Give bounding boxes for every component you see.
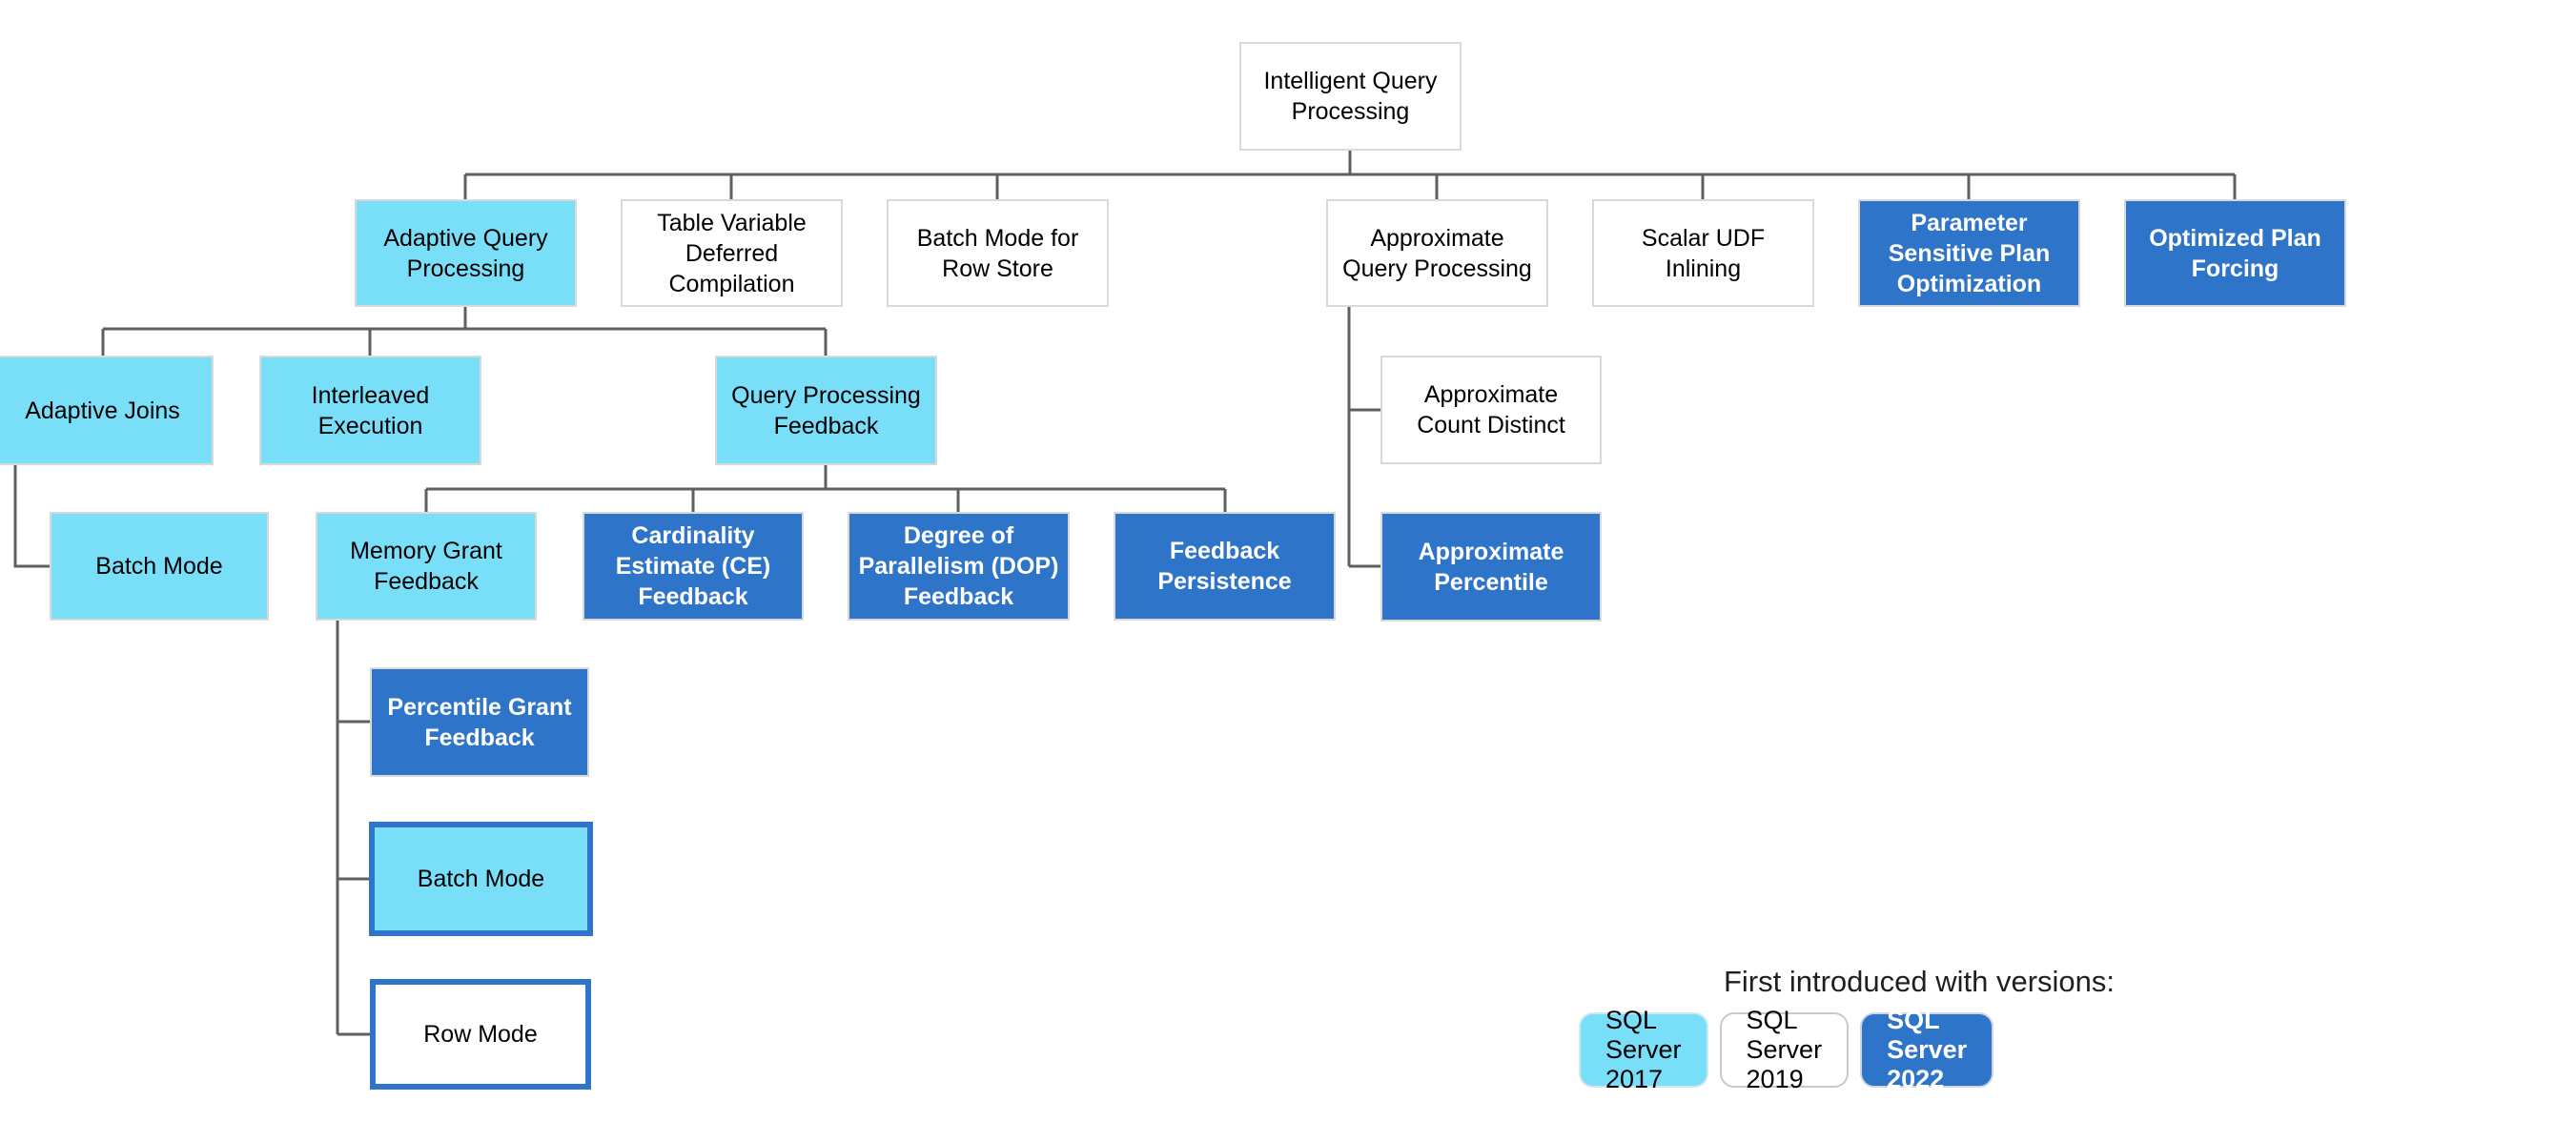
legend-pills: SQL Server 2017 SQL Server 2019 SQL Serv…	[1579, 1006, 1994, 1093]
node-adaptive-joins: Adaptive Joins	[0, 356, 214, 465]
node-interleaved-execution: Interleaved Execution	[259, 356, 481, 465]
node-label: Percentile Grant Feedback	[387, 693, 572, 751]
node-approximate-percentile: Approximate Percentile	[1380, 512, 1602, 622]
node-label: Memory Grant Feedback	[350, 538, 502, 595]
node-label: Cardinality Estimate (CE) Feedback	[615, 522, 771, 610]
node-query-processing-feedback: Query Processing Feedback	[715, 356, 937, 465]
node-percentile-grant-feedback: Percentile Grant Feedback	[370, 667, 589, 777]
node-label: Query Processing Feedback	[731, 381, 921, 439]
node-memory-grant-feedback: Memory Grant Feedback	[316, 512, 537, 621]
legend-pill-label: SQL Server 2017	[1605, 1006, 1682, 1093]
node-label: Adaptive Joins	[25, 397, 180, 424]
node-label: Row Mode	[423, 1021, 538, 1048]
node-parameter-sensitive-plan-optimization: Parameter Sensitive Plan Optimization	[1858, 199, 2080, 307]
node-label: Scalar UDF Inlining	[1641, 224, 1766, 282]
node-scalar-udf-inlining: Scalar UDF Inlining	[1592, 199, 1814, 307]
node-label: Intelligent Query Processing	[1263, 68, 1438, 125]
node-label: Approximate Count Distinct	[1417, 381, 1565, 438]
node-label: Feedback Persistence	[1157, 538, 1292, 595]
node-label: Parameter Sensitive Plan Optimization	[1888, 209, 2051, 297]
legend-pill-sql-server-2017: SQL Server 2017	[1579, 1006, 1708, 1093]
node-dop-feedback: Degree of Parallelism (DOP) Feedback	[848, 512, 1070, 621]
node-label: Optimized Plan Forcing	[2149, 224, 2321, 282]
node-label: Adaptive Query Processing	[383, 224, 548, 282]
node-label: Table Variable Deferred Compilation	[657, 209, 807, 297]
legend-pill-sql-server-2019: SQL Server 2019	[1719, 1006, 1850, 1093]
legend-title: First introduced with versions:	[1723, 965, 2116, 998]
legend-pill-label: SQL Server 2022	[1887, 1006, 1968, 1093]
node-label: Approximate Percentile	[1418, 538, 1564, 596]
legend-pill-label: SQL Server 2019	[1746, 1006, 1823, 1093]
node-adaptive-query-processing: Adaptive Query Processing	[355, 199, 577, 307]
node-adaptive-joins-batch-mode: Batch Mode	[50, 512, 269, 621]
node-label: Interleaved Execution	[311, 381, 430, 439]
node-memory-grant-row-mode: Row Mode	[370, 979, 591, 1090]
node-optimized-plan-forcing: Optimized Plan Forcing	[2124, 199, 2346, 307]
node-feedback-persistence: Feedback Persistence	[1114, 512, 1336, 621]
node-table-variable-deferred-compilation: Table Variable Deferred Compilation	[621, 199, 843, 307]
node-label: Batch Mode	[95, 553, 223, 580]
node-label: Batch Mode for Row Store	[916, 224, 1079, 282]
node-cardinality-estimate-feedback: Cardinality Estimate (CE) Feedback	[583, 512, 804, 621]
node-memory-grant-batch-mode: Batch Mode	[369, 822, 593, 936]
legend-pill-sql-server-2022: SQL Server 2022	[1860, 1006, 1994, 1093]
node-approximate-query-processing: Approximate Query Processing	[1326, 199, 1548, 307]
node-intelligent-query-processing: Intelligent Query Processing	[1239, 42, 1462, 151]
node-batch-mode-for-row-store: Batch Mode for Row Store	[887, 199, 1109, 307]
node-approximate-count-distinct: Approximate Count Distinct	[1380, 356, 1602, 464]
node-label: Batch Mode	[417, 866, 545, 892]
node-label: Approximate Query Processing	[1342, 224, 1532, 282]
node-label: Degree of Parallelism (DOP) Feedback	[858, 522, 1059, 610]
